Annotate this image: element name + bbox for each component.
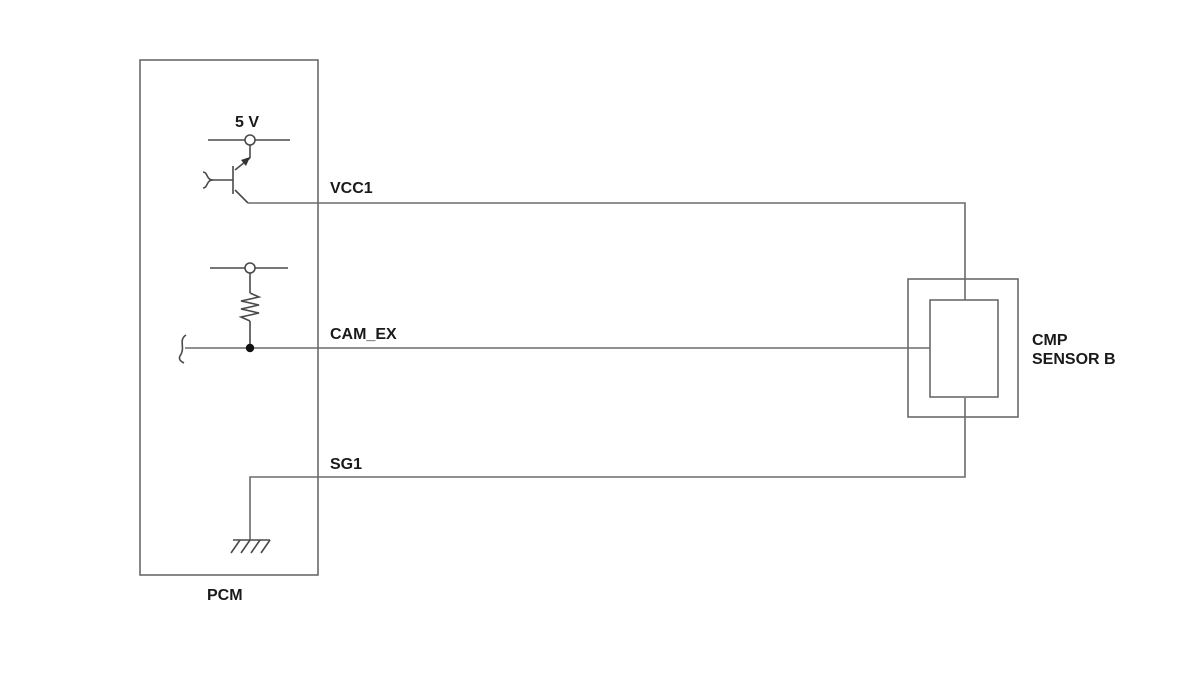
cam-ex-label: CAM_EX [330, 326, 397, 343]
ground-icon [230, 539, 271, 554]
supply-voltage-label: 5 V [235, 114, 259, 131]
sensor-outer-box [907, 278, 1019, 418]
vcc1-label: VCC1 [330, 180, 373, 197]
sg1-label: SG1 [330, 456, 362, 473]
junction-dot-icon [245, 343, 255, 353]
vcc1-wire [248, 202, 966, 300]
transistor-icon [202, 134, 290, 204]
sg1-wire [249, 398, 966, 540]
pcm-label: PCM [207, 587, 243, 604]
sensor-inner-box [929, 299, 999, 398]
pull-up-resistor-icon [210, 262, 288, 348]
break-mark-icon [178, 334, 187, 364]
sensor-label-line2: SENSOR B [1032, 351, 1116, 368]
sensor-label-line1: CMP [1032, 332, 1068, 349]
pcm-module-box [139, 59, 319, 576]
